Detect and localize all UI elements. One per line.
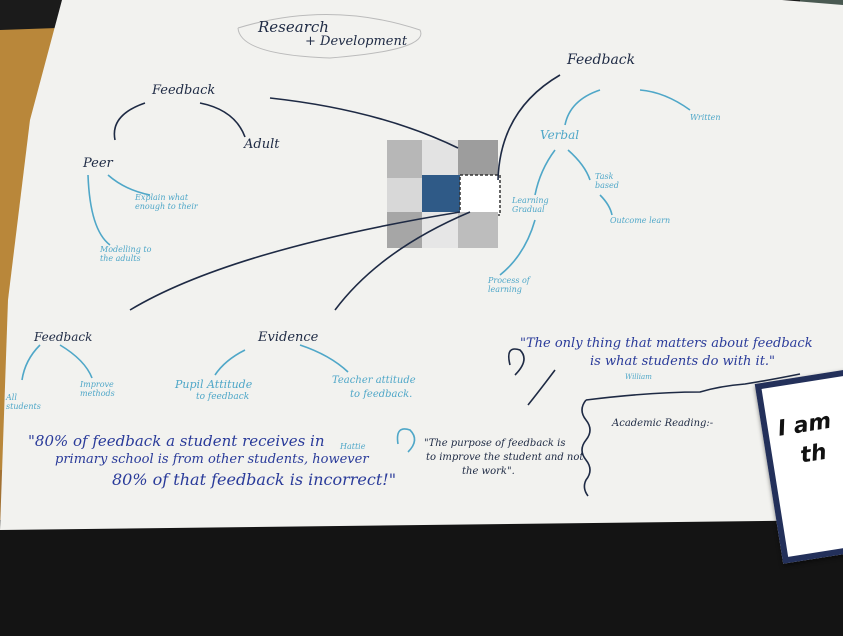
label-peer: Peer: [83, 156, 113, 171]
pupil-attitude-line2: to feedback: [196, 392, 250, 402]
quote-80-line3: 80% of that feedback is incorrect!": [112, 470, 397, 489]
fb-note-all: All students: [6, 393, 41, 411]
teacher-attitude-line1: Teacher attitude: [332, 375, 416, 386]
verbal-note-outcome: Outcome learn: [610, 216, 671, 225]
purpose-line1: "The purpose of feedback is: [424, 438, 566, 449]
pupil-attitude-line1: Pupil Attitude: [175, 378, 253, 391]
teacher-attitude-line2: to feedback.: [350, 389, 413, 400]
printed-grid: [387, 140, 501, 248]
label-verbal: Verbal: [540, 128, 580, 142]
title-development: + Development: [305, 34, 408, 49]
verbal-note-learning: Learning Gradual: [512, 196, 549, 214]
label-written: Written: [690, 113, 721, 122]
purpose-line3: the work".: [462, 466, 515, 477]
attrib-hattie: Hattie: [340, 442, 366, 451]
academic-reading: Academic Reading:-: [612, 418, 714, 429]
verbal-note-task: Task based: [595, 172, 619, 190]
connector-lines: [21, 14, 801, 497]
label-feedback-right: Feedback: [567, 52, 636, 68]
quote-80-line2: primary school is from other students, h…: [55, 452, 369, 467]
label-feedback-left: Feedback: [152, 83, 216, 98]
purpose-line2: to improve the student and not: [426, 452, 584, 463]
quote-only-line1: "The only thing that matters about feedb…: [520, 336, 813, 351]
attrib-william: William: [625, 373, 652, 381]
floor: [0, 520, 843, 636]
label-adult: Adult: [244, 137, 280, 152]
label-feedback-bottom: Feedback: [34, 330, 93, 344]
peer-note-modelling: Modelling to the adults: [100, 245, 152, 263]
title-research: Research: [258, 18, 329, 36]
fb-note-improve: Improve methods: [80, 380, 115, 398]
quote-80-line1: "80% of feedback a student receives in: [28, 432, 325, 450]
peer-note-explain: Explain what enough to their: [135, 193, 198, 211]
poster-paper: [0, 0, 843, 530]
overlay-line2: th: [798, 439, 829, 469]
label-evidence: Evidence: [258, 330, 319, 345]
quote-only-line2: is what students do with it.": [590, 354, 776, 369]
verbal-note-process: Process of learning: [488, 276, 530, 294]
overlay-line1: I am: [776, 408, 834, 442]
